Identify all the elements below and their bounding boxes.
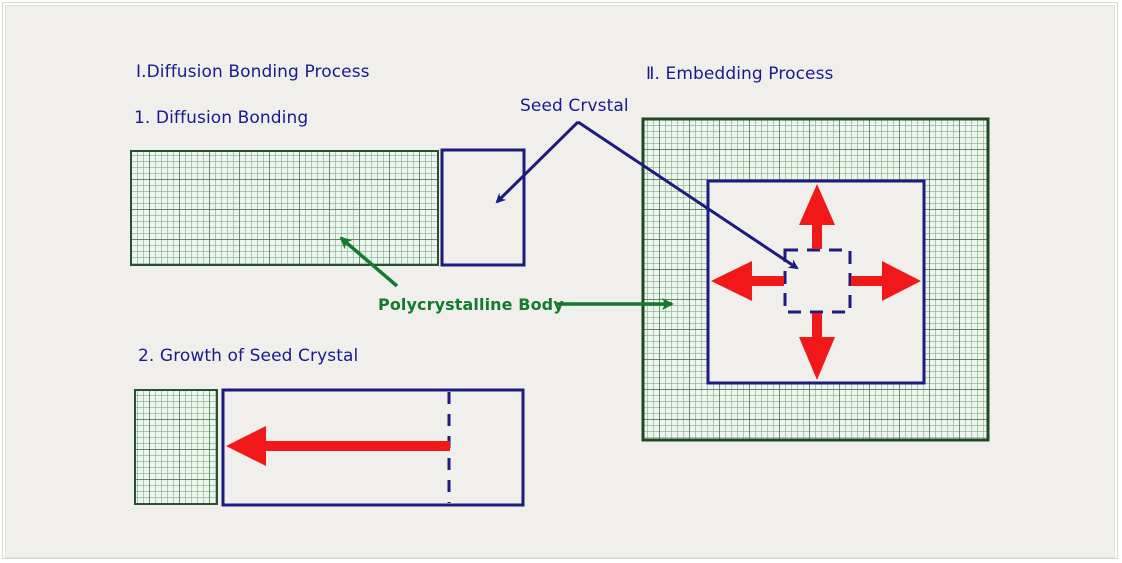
growth-arrow-right [851,261,921,301]
polycrystalline-body-block-2 [134,389,218,505]
seed-crystal-pointer-right [577,120,799,270]
growth-arrow-up [799,184,835,249]
step-2-label: 2. Growth of Seed Crystal [138,346,359,366]
seed-crystal-pointer-left [495,120,580,204]
section-1-title: Ⅰ.Diffusion Bonding Process [136,62,370,82]
growth-arrow-left [226,426,450,466]
polycrystalline-body-label: Polycrystalline Body [378,295,564,314]
step-1-label: 1. Diffusion Bonding [134,108,309,128]
embedded-seed-crystal-dashed [783,248,852,314]
growth-arrow-down [799,313,835,380]
section-2-title: Ⅱ. Embedding Process [646,64,834,84]
polycrystalline-body-block-1 [130,150,439,266]
polycrystalline-pointer-up [339,236,399,288]
growth-arrow-left [711,261,784,301]
seed-crystal-label: Seed Crvstal [520,96,629,116]
seed-crystal-block-1 [440,148,526,267]
